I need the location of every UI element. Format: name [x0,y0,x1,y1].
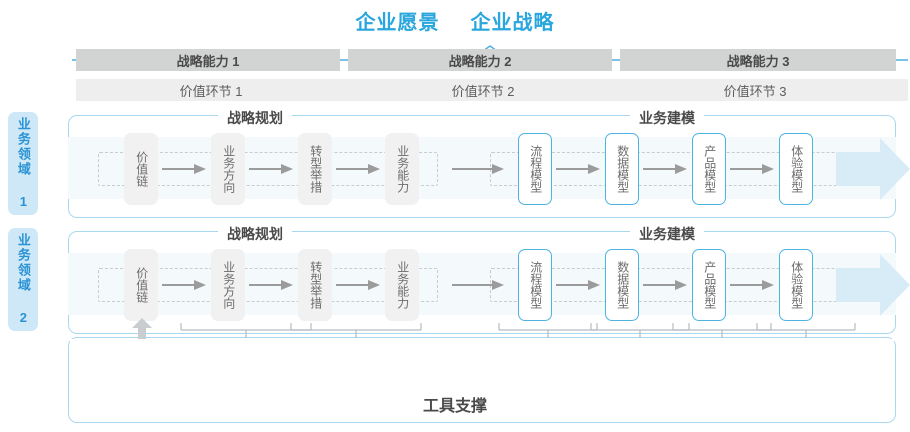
row-1-arrow-5-icon [556,164,600,174]
row-1-node-experience-model[interactable]: 体验模型 [779,133,813,205]
capability-bar-3: 战略能力 3 [620,49,896,71]
row-1-section-modeling: 业务建模 [630,108,704,128]
row-1-node-transformation-measures[interactable]: 转型举措 [298,133,332,205]
strategy-input-arrow-icon [132,318,152,340]
row-1-node-product-model[interactable]: 产品模型 [692,133,726,205]
capability-bar-1: 战略能力 1 [76,49,340,71]
capability-bar-2: 战略能力 2 [348,49,612,71]
row-2-node-business-capability[interactable]: 业务能力 [385,249,419,321]
value-link-bar-3: 价值环节 3 [620,79,908,101]
title-strategy: 企业战略 [470,12,555,34]
row-1-arrow-6-icon [643,164,687,174]
row-1-arrow-7-icon [730,164,774,174]
row-2-section-modeling: 业务建模 [630,224,704,244]
footer-top-mask [70,339,894,395]
bracket-process-model [498,323,598,338]
footer-title: 工具支撑 [422,398,487,415]
row-2-arrow-6-icon [643,280,687,290]
row-1-arrow-2-icon [249,164,293,174]
row-1-node-business-direction[interactable]: 业务方向 [211,133,245,205]
row-2-node-business-direction[interactable]: 业务方向 [211,249,245,321]
row-2-flow-arrow-icon [836,254,910,316]
row-2-node-product-model[interactable]: 产品模型 [692,249,726,321]
sidebar-item-label: 业务领域 2 [15,232,31,327]
bracket-capability-map [290,323,422,338]
row-2-node-experience-model[interactable]: 体验模型 [779,249,813,321]
row-2-arrow-7-icon [730,280,774,290]
sidebar-item-label: 业务领域 1 [15,116,31,211]
diagram-title: 企业愿景 企业战略 [0,6,910,35]
row-2-section-planning: 战略规划 [218,224,292,244]
row-1-arrow-3-icon [336,164,380,174]
row-2-arrow-1-icon [162,280,206,290]
chevron-shape-3 [620,79,908,101]
row-1-planning-group [98,152,438,186]
chevron-shape-2 [348,79,636,101]
row-1-arrow-1-icon [162,164,206,174]
title-vision: 企业愿景 [355,12,440,34]
row-1-node-process-model[interactable]: 流程模型 [518,133,552,205]
sidebar-item-domain-1[interactable]: 业务领域 1 [8,112,38,215]
row-2-arrow-4-icon [452,280,504,290]
row-1-node-value-chain[interactable]: 价值链 [124,133,158,205]
value-link-bar-2: 价值环节 2 [348,79,636,101]
row-1-flow-arrow-icon [836,138,910,200]
bracket-product-template [672,323,772,338]
chevron-shape-1 [76,79,364,101]
row-2-node-data-model[interactable]: 数据模型 [605,249,639,321]
bracket-macro-capability [180,323,312,338]
bracket-data-model [590,323,690,338]
row-1-node-business-capability[interactable]: 业务能力 [385,133,419,205]
bracket-ui-standard [756,323,856,338]
row-2-node-value-chain[interactable]: 价值链 [124,249,158,321]
row-2-arrow-5-icon [556,280,600,290]
row-2-arrow-2-icon [249,280,293,290]
row-2-arrow-3-icon [336,280,380,290]
row-2-planning-group [98,268,438,302]
row-2-node-process-model[interactable]: 流程模型 [518,249,552,321]
row-1-arrow-4-icon [452,164,504,174]
row-1-section-planning: 战略规划 [218,108,292,128]
row-2-node-transformation-measures[interactable]: 转型举措 [298,249,332,321]
row-1-node-data-model[interactable]: 数据模型 [605,133,639,205]
value-link-bar-1: 价值环节 1 [76,79,364,101]
sidebar-item-domain-2[interactable]: 业务领域 2 [8,228,38,331]
